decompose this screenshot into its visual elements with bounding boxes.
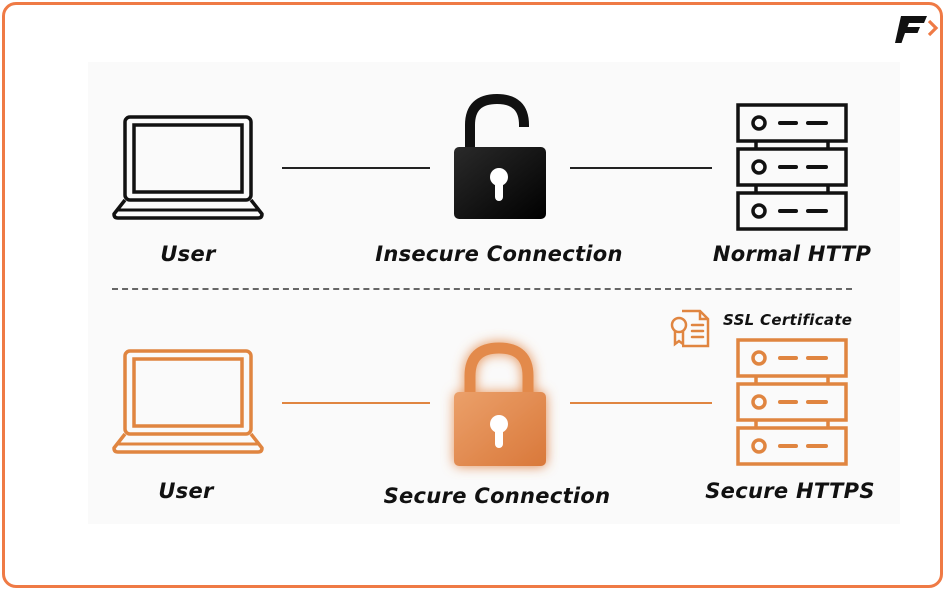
secure-https-label: Secure HTTPS <box>705 479 875 503</box>
connector-line-left-secure <box>282 402 430 404</box>
laptop-icon <box>112 115 264 220</box>
connector-line-right-insecure <box>570 167 712 169</box>
locked-padlock-icon <box>454 342 546 466</box>
brand-logo-icon <box>895 16 939 43</box>
connector-line-left-insecure <box>282 167 430 169</box>
laptop-icon <box>112 349 264 454</box>
insecure-connection-label: Insecure Connection <box>375 242 623 266</box>
secure-connection-label: Secure Connection <box>383 484 611 508</box>
user-label-secure: User <box>158 479 214 503</box>
normal-http-label: Normal HTTP <box>712 242 872 266</box>
server-rack-icon <box>736 103 848 231</box>
unlocked-padlock-icon <box>454 93 546 219</box>
ssl-certificate-label: SSL Certificate <box>723 311 853 329</box>
connector-line-right-secure <box>570 402 712 404</box>
user-label-insecure: User <box>160 242 216 266</box>
row-divider <box>112 288 852 290</box>
certificate-icon <box>670 309 710 348</box>
server-rack-icon <box>736 338 848 466</box>
